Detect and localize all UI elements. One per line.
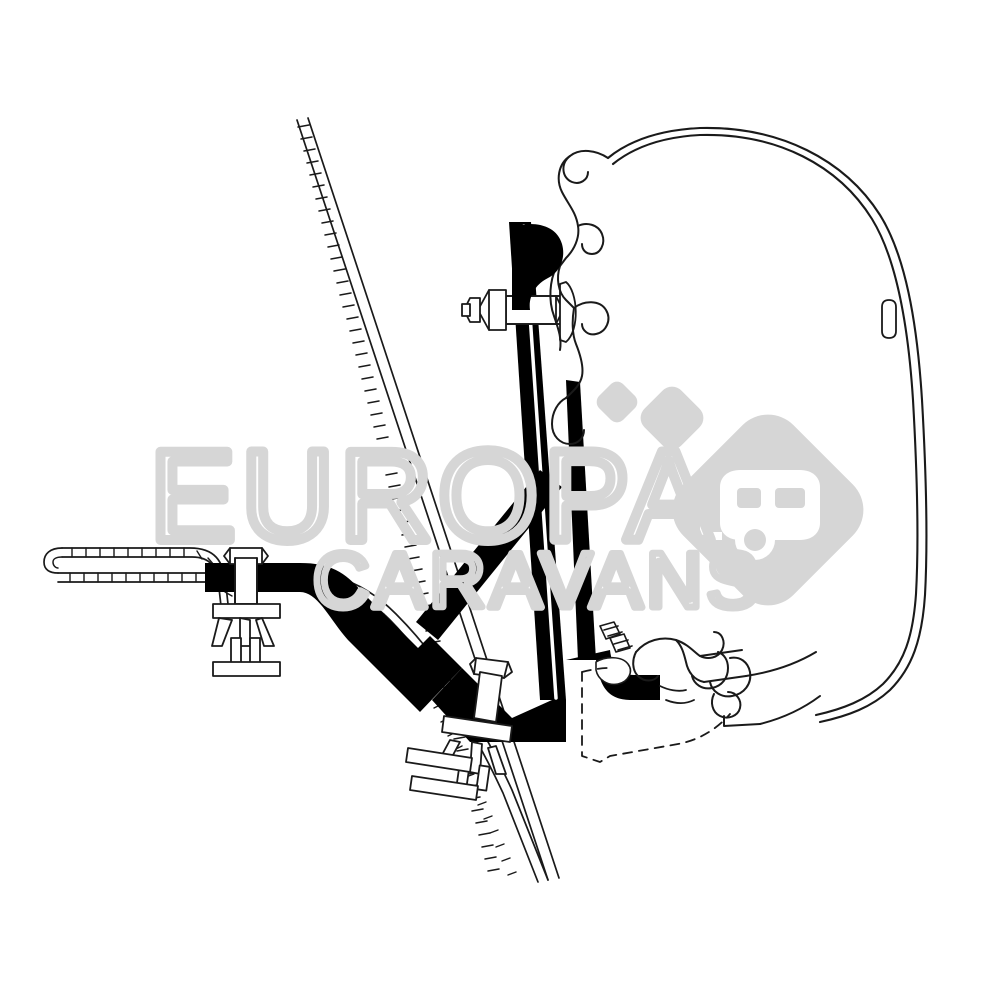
body-trim-detail — [881, 299, 897, 339]
hidden-outline — [581, 667, 731, 763]
bracket-horizontal-arm — [205, 563, 462, 712]
awning-rail-extrusion — [632, 631, 821, 727]
rail-arm-bolts — [595, 621, 633, 686]
lower-clamp-bolt — [405, 657, 513, 801]
bracket-vertical-arm-rear — [566, 380, 596, 660]
left-clamp-bolt — [211, 547, 281, 677]
bracket-vertical-arm — [509, 222, 566, 700]
awning-profile-detail — [659, 685, 695, 704]
seal-core-fill — [512, 224, 564, 310]
vehicle-body-profile — [606, 126, 928, 724]
roof-panel-section-upper — [296, 117, 560, 881]
bracket-diagonal-brace — [416, 470, 562, 640]
rubber-seal-profile — [549, 150, 610, 445]
